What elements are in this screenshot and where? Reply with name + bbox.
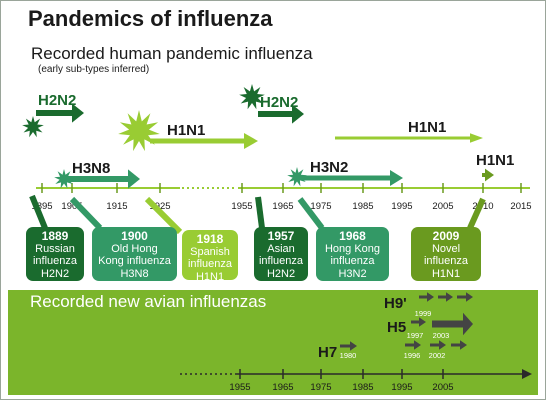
- pandemic-arrow: [36, 103, 84, 123]
- pandemic-box-line: Asian: [267, 242, 295, 255]
- pandemic-box-line: influenza: [187, 258, 233, 270]
- pandemic-box-line: H3N8: [120, 267, 149, 280]
- pandemic-box-line: Novel: [431, 242, 461, 255]
- human-axis-tick-label: 1995: [391, 201, 412, 212]
- pandemic-arrow-label: H3N2: [310, 159, 348, 176]
- avian-subtype-label: H7: [318, 344, 337, 361]
- avian-arrow: [451, 340, 467, 350]
- pandemic-box-line: influenza: [32, 255, 78, 267]
- box-connector: [144, 196, 183, 235]
- avian-arrow: [438, 292, 453, 302]
- pandemic-box-line: influenza: [423, 255, 469, 267]
- avian-arrow: [340, 341, 357, 351]
- avian-axis-tick-label: 2005: [432, 382, 453, 393]
- pandemic-box-year: 1957: [267, 229, 295, 243]
- avian-axis-tick-label: 1995: [391, 382, 412, 393]
- pandemic-arrow-label: H2N2: [260, 94, 298, 111]
- pandemic-burst-icon: [54, 169, 74, 189]
- pandemic-burst-icon: [22, 116, 44, 138]
- pandemic-arrow: [258, 104, 304, 124]
- pandemic-box-year: 1900: [121, 229, 148, 243]
- pandemic-arrow: [150, 133, 258, 149]
- avian-axis-tick-label: 1965: [272, 382, 293, 393]
- page-title: Pandemics of influenza: [28, 6, 273, 31]
- pandemic-box-line: Russian: [35, 242, 75, 255]
- pandemic-box-line: H1N1: [431, 267, 461, 280]
- avian-year-label: 1999: [415, 309, 432, 318]
- pandemic-box-line: influenza: [330, 255, 375, 267]
- box-connector: [29, 194, 48, 230]
- pandemic-box-line: H2N2: [266, 267, 296, 280]
- avian-arrow: [432, 312, 473, 336]
- pandemic-box-year: 2009: [432, 229, 460, 243]
- pandemic-box-year: 1889: [41, 229, 69, 243]
- avian-arrow: [457, 292, 473, 302]
- pandemic-box-line: H3N2: [338, 267, 367, 280]
- avian-axis-tick-label: 1985: [352, 382, 373, 393]
- human-axis-tick-label: 1925: [149, 201, 170, 212]
- avian-arrow: [419, 292, 434, 302]
- subtypes-note: (early sub-types inferred): [38, 64, 150, 75]
- pandemic-box-line: Hong Kong: [324, 242, 381, 255]
- avian-axis-tick-label: 1955: [229, 382, 250, 393]
- human-axis-tick-label: 2005: [432, 201, 453, 212]
- human-axis-tick-label: 1895: [31, 201, 52, 212]
- human-axis-tick-label: 1965: [272, 201, 293, 212]
- human-axis-tick-label: 1905: [61, 201, 82, 212]
- avian-arrow: [405, 340, 421, 350]
- avian-axis-arrowhead: [522, 369, 532, 379]
- avian-band: [8, 290, 538, 395]
- box-connector: [69, 196, 103, 231]
- pandemic-arrow: [335, 133, 483, 143]
- box-connector: [467, 197, 486, 230]
- pandemic-arrow: [482, 168, 494, 182]
- avian-year-label: 1997: [407, 331, 424, 340]
- avian-year-label: 2003: [433, 331, 450, 340]
- pandemic-box-line: Old Hong: [111, 242, 158, 255]
- pandemic-arrow-label: H1N1: [476, 152, 514, 169]
- avian-arrow: [430, 340, 446, 350]
- human-axis-tick-label: 2015: [510, 201, 531, 212]
- box-connector: [297, 197, 325, 230]
- pandemic-burst-icon: [287, 167, 307, 187]
- avian-year-label: 1980: [340, 351, 357, 360]
- pandemic-box-year: 1918: [196, 232, 224, 246]
- avian-year-label: 2002: [429, 351, 446, 360]
- avian-year-label: 1996: [404, 351, 421, 360]
- human-axis-tick-label: 1985: [352, 201, 373, 212]
- avian-arrow: [411, 317, 426, 327]
- pandemic-box-line: H1N1: [195, 270, 225, 283]
- pandemic-arrow: [298, 170, 403, 186]
- pandemic-burst-icon: [239, 84, 265, 110]
- human-axis-tick-label: 1955: [231, 201, 252, 212]
- pandemic-arrow-label: H2N2: [38, 92, 76, 109]
- pandemic-box-line: H2N2: [40, 267, 70, 280]
- avian-subtype-label: H5: [387, 319, 406, 336]
- human-axis-tick-label: 1975: [310, 201, 331, 212]
- box-connector: [255, 196, 265, 229]
- human-section-title: Recorded human pandemic influenza: [31, 44, 313, 63]
- pandemic-arrow: [66, 169, 140, 189]
- pandemic-arrow-label: H3N8: [72, 160, 110, 177]
- avian-axis-tick-label: 1975: [310, 382, 331, 393]
- avian-subtype-label: H9': [384, 295, 407, 312]
- pandemic-box-line: influenza: [258, 255, 304, 267]
- pandemic-box-line: Spanish: [190, 245, 230, 258]
- pandemic-arrow-label: H1N1: [167, 122, 205, 139]
- pandemic-arrow-label: H1N1: [408, 119, 446, 136]
- avian-section-title: Recorded new avian influenzas: [30, 292, 267, 311]
- pandemic-box-year: 1968: [339, 229, 366, 243]
- human-axis-tick-label: 2010: [472, 201, 493, 212]
- pandemic-burst-icon: [118, 110, 160, 152]
- pandemic-box-line: Kong influenza: [98, 255, 171, 267]
- human-axis-tick-label: 1915: [106, 201, 127, 212]
